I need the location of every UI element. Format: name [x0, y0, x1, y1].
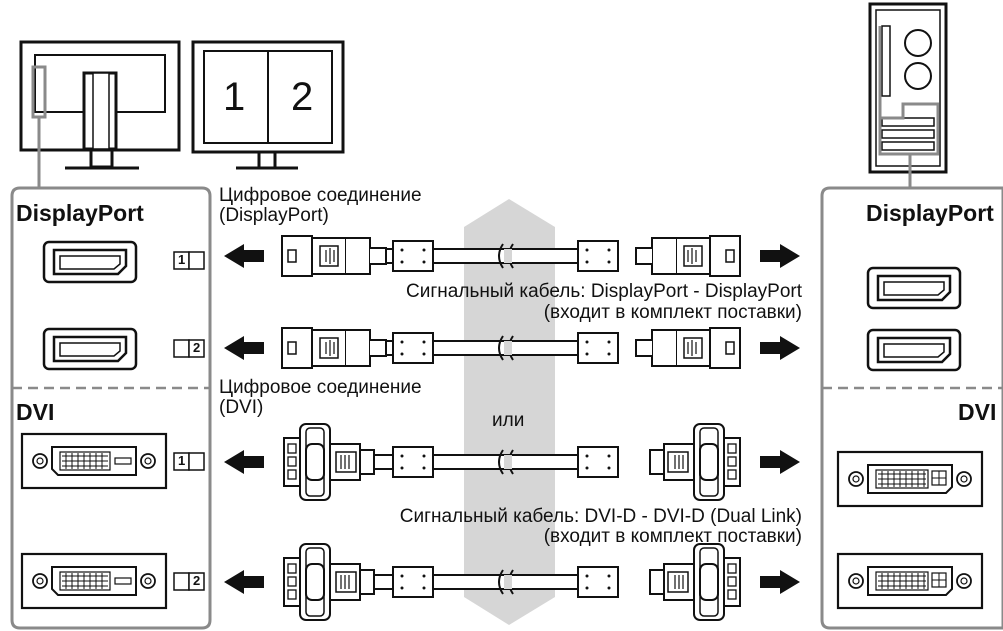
port-number-2: 2 — [193, 573, 201, 588]
displayport-cable-name: Сигнальный кабель: DisplayPort - Display… — [406, 281, 802, 302]
arrow-left-icon — [224, 336, 264, 360]
displayport-socket-icon — [42, 240, 138, 284]
right-panel-frame — [820, 186, 1003, 630]
port-number-1: 1 — [178, 453, 186, 468]
left-section-displayport: DisplayPort — [16, 200, 144, 226]
port-number-box — [173, 251, 205, 270]
right-section-displayport: DisplayPort — [866, 200, 994, 226]
displayport-connection-heading: Цифровое соединение — [219, 185, 422, 206]
screen-label-1: 1 — [223, 75, 246, 119]
port-number-box — [173, 452, 205, 471]
ferrite-core-icon — [392, 566, 434, 598]
displayport-socket-icon — [866, 266, 962, 310]
dvi-cable-name: Сигнальный кабель: DVI-D - DVI-D (Dual L… — [399, 506, 802, 527]
displayport-socket-icon — [866, 328, 962, 372]
ferrite-core-icon — [577, 446, 619, 478]
displayport-socket-icon — [42, 327, 138, 371]
dvi-cable — [283, 543, 741, 621]
monitor-front-icon — [191, 40, 345, 170]
ferrite-core-icon — [392, 240, 434, 272]
right-section-dvi: DVI — [958, 399, 997, 425]
monitor-back-icon — [19, 40, 181, 188]
arrow-right-icon — [760, 450, 800, 474]
left-section-dvi: DVI — [16, 399, 55, 425]
ferrite-core-icon — [392, 446, 434, 478]
pc-tower-icon — [868, 2, 948, 188]
displayport-cable-note: (входит в комплект поставки) — [543, 302, 802, 323]
dvi-plug-icon — [649, 543, 741, 621]
dvi-cable-note: (входит в комплект поставки) — [543, 526, 802, 547]
ferrite-core-icon — [392, 332, 434, 364]
arrow-right-icon — [760, 244, 800, 268]
port-number-box — [173, 572, 205, 591]
ferrite-core-icon — [577, 566, 619, 598]
left-panel-frame — [10, 186, 212, 630]
displayport-connection-type: (DisplayPort) — [219, 205, 329, 226]
separator-word: или — [492, 410, 525, 431]
port-number-box — [173, 339, 205, 358]
dvi-socket-icon — [836, 450, 984, 508]
port-number-2: 2 — [193, 340, 201, 355]
displayport-plug-icon — [635, 327, 741, 369]
dvi-socket-icon — [20, 552, 168, 610]
displayport-cable — [281, 235, 741, 277]
dvi-connection-heading: Цифровое соединение — [219, 377, 422, 398]
ferrite-core-icon — [577, 240, 619, 272]
dvi-plug-icon — [649, 423, 741, 501]
displayport-plug-icon — [635, 235, 741, 277]
arrow-right-icon — [760, 336, 800, 360]
port-number-1: 1 — [178, 252, 186, 267]
dvi-connection-type: (DVI) — [219, 397, 264, 418]
dvi-plug-icon — [283, 423, 375, 501]
dvi-cable — [283, 423, 741, 501]
up-down-arrow — [464, 199, 555, 625]
arrow-left-icon — [224, 450, 264, 474]
screen-label-2: 2 — [291, 75, 314, 119]
ferrite-core-icon — [577, 332, 619, 364]
displayport-plug-icon — [281, 327, 387, 369]
arrow-left-icon — [224, 570, 264, 594]
arrow-left-icon — [224, 244, 264, 268]
displayport-plug-icon — [281, 235, 387, 277]
arrow-right-icon — [760, 570, 800, 594]
displayport-cable — [281, 327, 741, 369]
dvi-plug-icon — [283, 543, 375, 621]
dvi-socket-icon — [836, 552, 984, 610]
dvi-socket-icon — [20, 432, 168, 490]
